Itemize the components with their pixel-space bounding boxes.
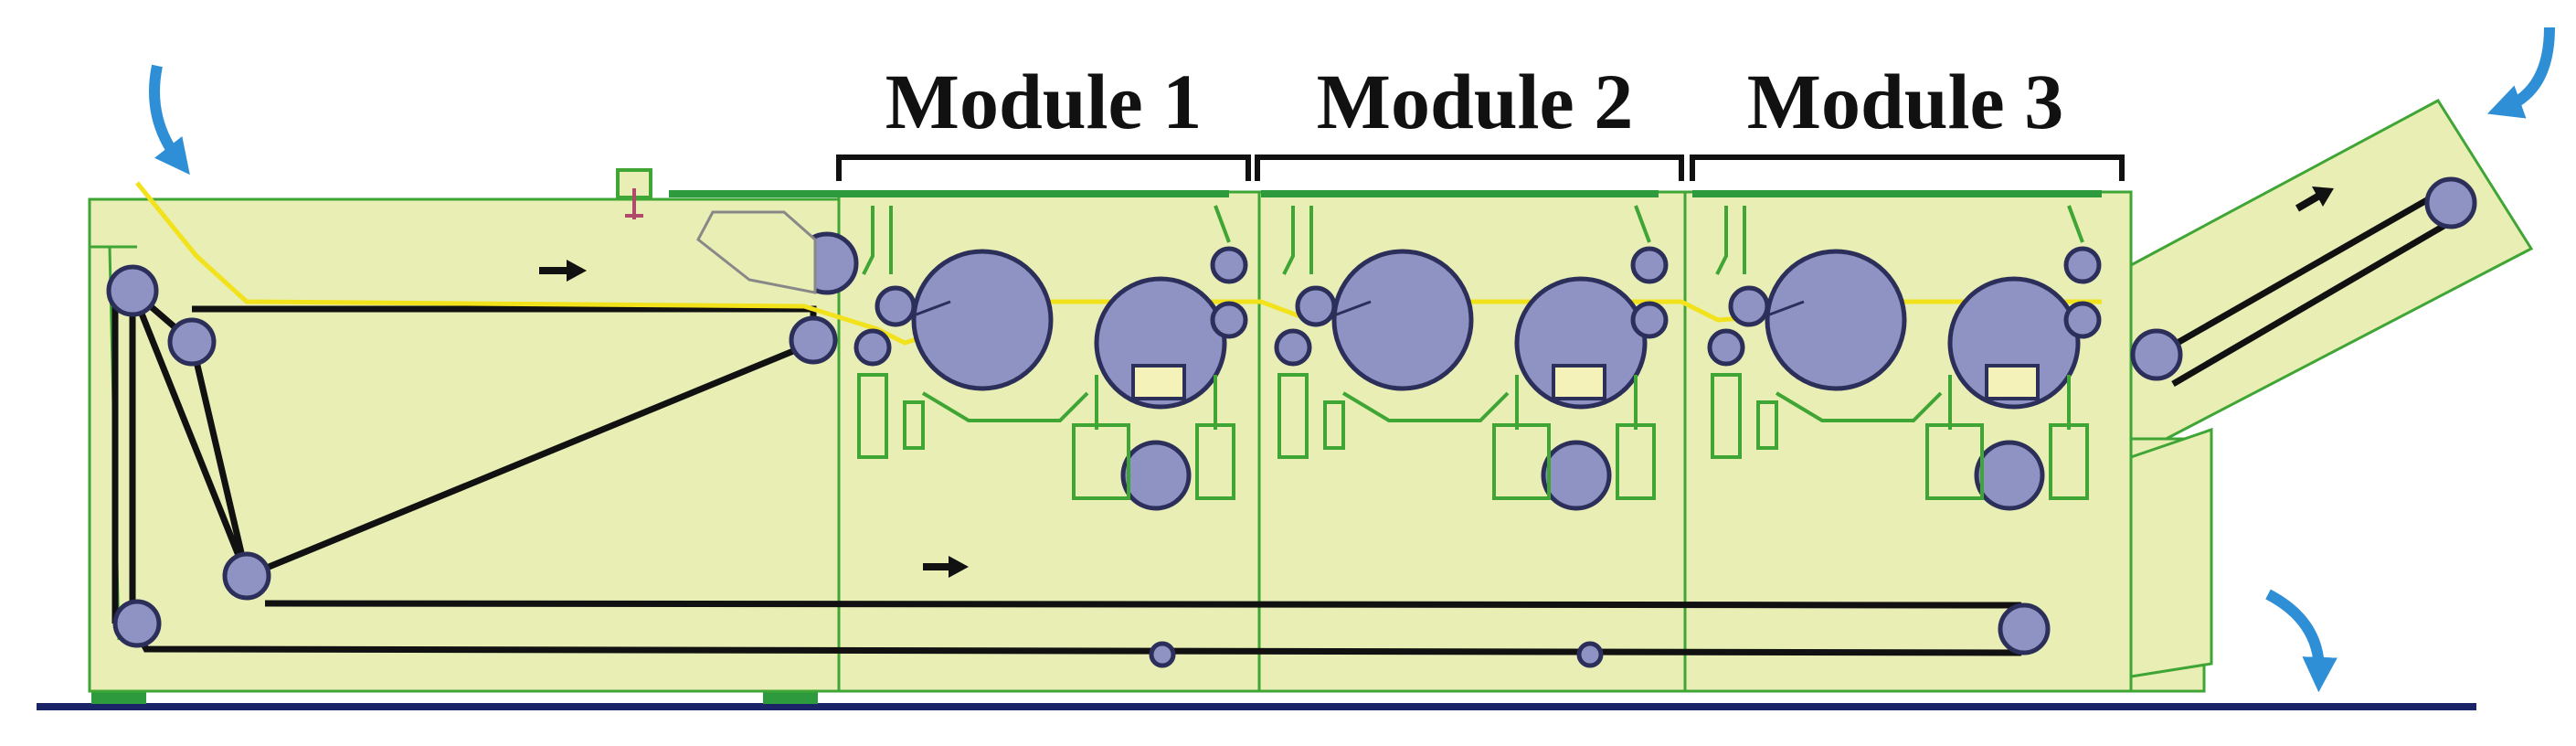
roller-icon	[167, 317, 217, 367]
module-3-bracket	[1690, 155, 2125, 181]
direction-arrow-icon	[923, 556, 969, 578]
module-1-bracket	[836, 155, 1251, 181]
direction-arrow-icon	[539, 260, 587, 282]
unwind-housing	[88, 197, 843, 693]
roller-icon	[2130, 328, 2183, 381]
module-2-label: Module 2	[1317, 58, 1633, 145]
roller-icon	[112, 599, 162, 648]
curved-arrow-icon	[149, 64, 190, 176]
module-1-housing	[837, 190, 1261, 693]
module-1-label: Module 1	[885, 58, 1202, 145]
roller-icon	[1576, 641, 1604, 668]
module-2-housing	[1257, 190, 1687, 693]
roller-icon	[2424, 176, 2477, 229]
module-internals	[853, 205, 1248, 511]
module-2-bracket	[1255, 155, 1684, 181]
direction-arrow-icon	[2295, 186, 2334, 212]
roller-icon	[1998, 602, 2051, 655]
rewind-housing	[2129, 99, 2534, 460]
roller-icon	[222, 551, 271, 601]
roller-icon	[1149, 641, 1176, 668]
module-3-label: Module 3	[1747, 58, 2063, 145]
roller-icon	[789, 315, 838, 365]
sensor-probe	[625, 188, 643, 219]
roller-icon	[106, 264, 159, 317]
rewind-stand	[2129, 427, 2213, 678]
curved-arrow-icon	[2265, 589, 2337, 693]
guide-hood	[696, 210, 817, 294]
rewind-belt	[2155, 184, 2465, 388]
web-belt	[129, 289, 250, 578]
curved-arrow-icon	[2486, 27, 2555, 119]
